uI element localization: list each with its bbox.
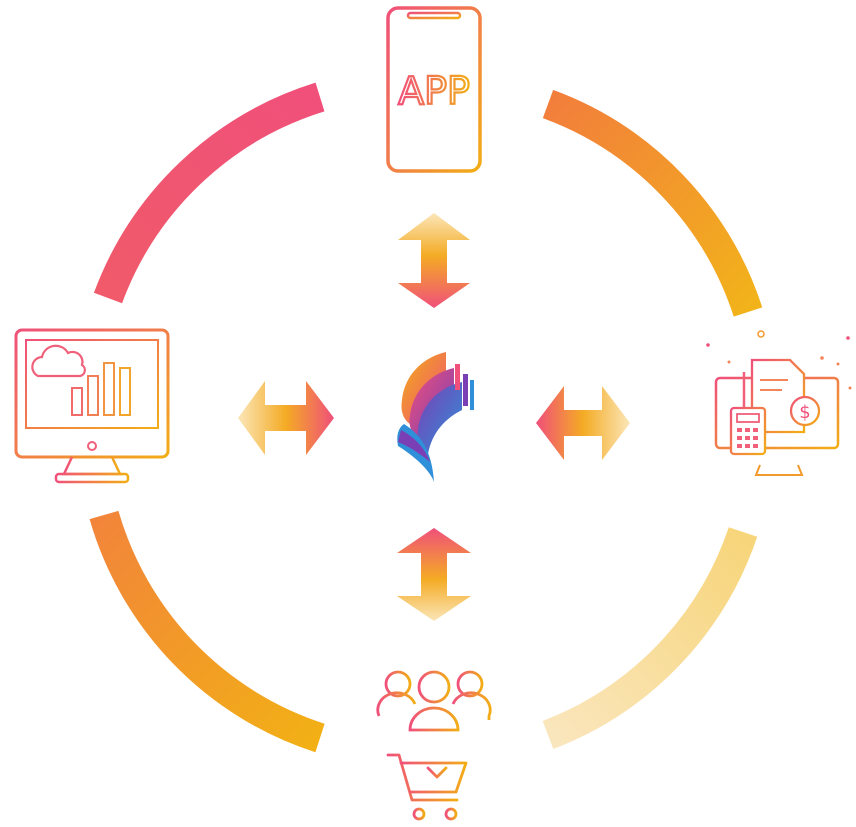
smartphone-icon: APP <box>386 6 482 173</box>
ring-arc-top-left <box>93 82 325 304</box>
ring <box>89 82 763 753</box>
ring-arc-bottom-left <box>89 510 325 753</box>
arrow-top <box>398 213 470 308</box>
ring-arc-bottom-right <box>542 527 758 750</box>
customers-cart-icon <box>376 670 492 821</box>
accounting-desktop-icon: $ <box>694 330 852 476</box>
arrow-right <box>536 386 630 460</box>
app-label: APP <box>398 69 470 113</box>
customers-group-icon <box>376 670 492 732</box>
analytics-monitor-icon <box>14 328 170 484</box>
arrow-bottom <box>397 528 471 621</box>
arrow-left <box>238 381 334 455</box>
brand-logo-icon <box>397 352 474 482</box>
dollar-sign: $ <box>799 402 810 423</box>
shopping-cart-icon <box>386 738 468 821</box>
cloud-icon <box>31 344 86 378</box>
sparkle-dots <box>706 330 852 390</box>
ring-arc-top-right <box>542 89 763 317</box>
